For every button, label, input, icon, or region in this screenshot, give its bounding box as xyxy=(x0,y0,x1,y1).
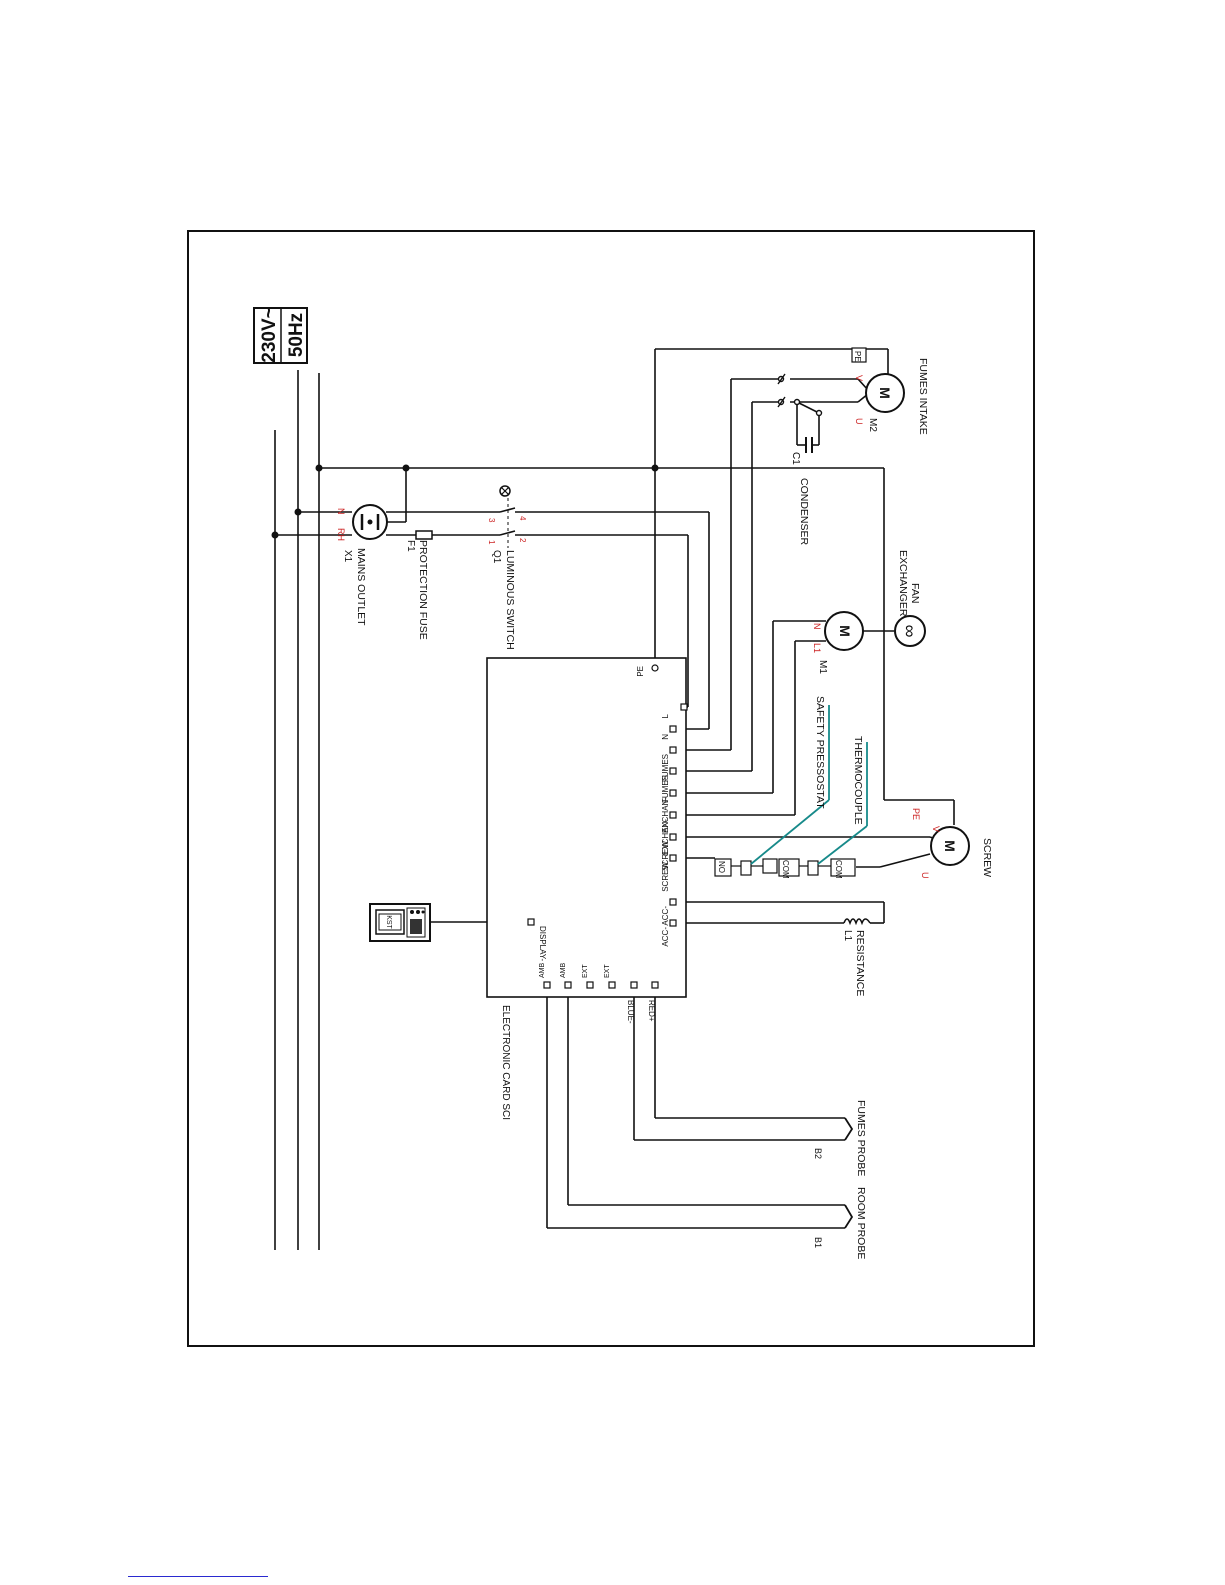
supply-frequency: 50Hz xyxy=(286,313,307,357)
fumes-intake-label: FUMES INTAKE xyxy=(917,358,929,435)
terminal-exchan-1: EXCHAN- xyxy=(661,797,670,833)
mains-outlet: N RH X1 MAINS OUTLET xyxy=(336,504,388,626)
thermocouple-label: THERMOCOUPLE xyxy=(852,736,864,825)
terminal-amb-2: AMB xyxy=(560,963,567,979)
switch-pin-1: 1 xyxy=(487,540,496,545)
exchanger-motor-symbol: M xyxy=(837,625,853,637)
terminal-n: N xyxy=(661,734,670,740)
pressostat-com: COM xyxy=(781,860,790,879)
terminal-ext-2: EXT xyxy=(604,964,611,978)
protection-fuse: F1 PROTECTION FUSE xyxy=(405,530,433,640)
switch-pin-4: 4 xyxy=(518,516,527,521)
screw-motor-symbol: M xyxy=(942,840,958,852)
display-unit: KST xyxy=(369,903,431,942)
junction-dots xyxy=(271,464,659,539)
fumes-intake-pin-u: U xyxy=(854,418,864,425)
resistance-label: RESISTANCE xyxy=(854,930,866,996)
luminous-switch: 3 1 4 2 Q1 LUMINOUS SWITCH xyxy=(487,485,527,650)
terminal-ext-1: EXT xyxy=(582,964,589,978)
exchanger-fan-motor: M ∞ N L1 M1 EXCHANGER FAN xyxy=(812,550,926,674)
condenser: C1 CONDENSER xyxy=(790,437,813,546)
mains-outlet-pin-l: RH xyxy=(336,528,346,541)
supply-bus xyxy=(274,370,320,1250)
electronic-card: ELECTRONIC CARD SCI xyxy=(486,657,687,1120)
bottom-link-rule xyxy=(128,1576,268,1577)
screw-label: SCREW xyxy=(981,838,993,877)
terminal-screw-1: SCREW xyxy=(661,841,670,871)
diagram-frame xyxy=(187,230,1035,1347)
fumes-probe: B2 FUMES PROBE xyxy=(813,1100,867,1176)
condenser-ref: C1 xyxy=(790,452,801,465)
screw-pin-pe: PE xyxy=(911,808,921,820)
terminal-acc-2: ACC- xyxy=(661,927,670,947)
exchanger-pin-n: N xyxy=(812,623,822,630)
terminal-red: RED+ xyxy=(647,1000,656,1022)
supply-voltage: 230V~ xyxy=(259,307,280,362)
terminal-fumes-2: FUMES xyxy=(661,775,670,803)
room-probe: B1 ROOM PROBE xyxy=(813,1187,867,1259)
display-screen-text: KST xyxy=(385,915,392,929)
safety-pressostat-label: SAFETY PRESSOSTAT xyxy=(814,696,826,809)
fumes-probe-label: FUMES PROBE xyxy=(855,1100,867,1176)
screw-motor: M PE V U SCREW xyxy=(911,808,993,879)
protection-fuse-ref: F1 xyxy=(405,540,416,552)
terminal-pe: PE xyxy=(636,666,645,677)
room-probe-ref: B1 xyxy=(813,1237,823,1248)
wiring xyxy=(275,348,955,1229)
exchanger-label-2: FAN xyxy=(909,583,921,603)
terminal-acc-1: ACC- xyxy=(661,906,670,926)
mains-outlet-label: MAINS OUTLET xyxy=(355,548,367,626)
switch-pin-3: 3 xyxy=(487,518,496,523)
room-probe-label: ROOM PROBE xyxy=(855,1187,867,1259)
terminal-exchan-2: EXCHAN- xyxy=(661,819,670,855)
exchanger-ref: M1 xyxy=(817,660,828,674)
fan-icon: ∞ xyxy=(900,625,920,638)
mains-outlet-pin-n: N xyxy=(336,508,346,515)
fumes-intake-motor: M PE V U M2 FUMES INTAKE xyxy=(851,347,929,435)
terminal-l: L xyxy=(661,713,670,718)
luminous-switch-label: LUMINOUS SWITCH xyxy=(504,550,516,650)
fumes-intake-pin-v: V xyxy=(854,375,864,381)
terminal-screw-2: SCREW xyxy=(661,862,670,892)
pressostat-no: NO xyxy=(717,861,726,873)
exchanger-pin-l: L1 xyxy=(812,643,822,653)
luminous-switch-ref: Q1 xyxy=(491,550,502,564)
card-terminal-markers xyxy=(527,664,688,989)
supply-label: 230V~ 50Hz xyxy=(253,307,308,364)
terminal-amb-1: AMB xyxy=(539,963,546,979)
fumes-connectors xyxy=(777,373,823,417)
resistance: L1 RESISTANCE xyxy=(842,918,871,996)
terminal-blue: BLUE- xyxy=(626,1000,635,1024)
fumes-intake-ref: M2 xyxy=(867,418,878,432)
terminal-fumes-1: FUMES xyxy=(661,754,670,782)
electronic-card-label: ELECTRONIC CARD SCI xyxy=(500,1005,511,1120)
exchanger-label-1: EXCHANGER xyxy=(897,550,909,617)
screw-pin-v: V xyxy=(931,826,941,832)
mains-outlet-ref: X1 xyxy=(342,550,353,563)
protection-fuse-label: PROTECTION FUSE xyxy=(417,540,429,640)
terminal-display: DISPLAY- xyxy=(538,926,547,961)
thermocouple-com: COM xyxy=(834,860,843,879)
condenser-label: CONDENSER xyxy=(798,478,810,546)
resistance-ref: L1 xyxy=(842,930,853,942)
fumes-intake-motor-symbol: M xyxy=(877,387,893,399)
screw-pin-u: U xyxy=(920,872,930,879)
sensor-contacts: NO COM COM SAFETY PRESSOSTAT THERMOCOUPL… xyxy=(714,696,868,879)
fumes-intake-pin-pe: PE xyxy=(853,351,862,362)
switch-pin-2: 2 xyxy=(518,538,527,543)
card-terminal-labels: PE L N FUMES FUMES EXCHAN- EXCHAN- SCREW… xyxy=(538,666,670,1024)
fumes-probe-ref: B2 xyxy=(813,1148,823,1159)
